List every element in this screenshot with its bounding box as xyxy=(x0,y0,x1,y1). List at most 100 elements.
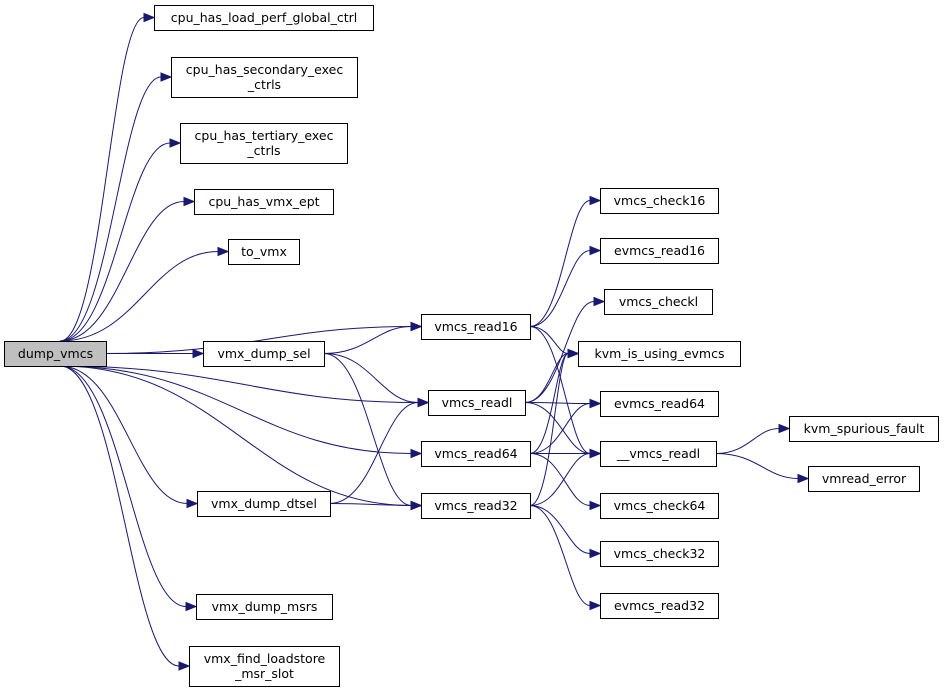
node-cpu-has-tertiary-exec-ctrls[interactable]: cpu_has_tertiary_exec_ctrls xyxy=(180,123,348,164)
node-vmread-error-label: vmread_error xyxy=(822,471,907,486)
node-vmx-dump-sel-box xyxy=(203,341,325,367)
arrowhead-vmcs-read32-to-vmcs-readl xyxy=(589,448,602,459)
arrowhead-vmcs-readl-to-vmread-error xyxy=(797,473,810,484)
edge-vmcs-readl-to-vmcs-readl xyxy=(524,402,591,454)
edge-vmx-dump-dtsel-to-vmcs-readl xyxy=(329,402,419,504)
arrowhead-vmcs-readl-to-vmcs-checkl xyxy=(593,296,606,307)
edge-vmcs-readl-to-vmread-error xyxy=(715,453,799,479)
edge-dump-vmcs-to-cpu-has-load-perf-global-ctrl xyxy=(60,17,145,342)
edge-vmcs-read32-to-kvm-is-using-evmcs xyxy=(529,353,569,506)
node-vmx-dump-dtsel[interactable]: vmx_dump_dtsel xyxy=(197,491,331,517)
node-evmcs-read64-box xyxy=(600,391,719,417)
node-vmx-dump-msrs-box xyxy=(196,594,333,620)
arrowhead-vmcs-read64-to-vmcs-check64 xyxy=(589,500,602,511)
node-cpu-has-secondary-exec-ctrls[interactable]: cpu_has_secondary_exec_ctrls xyxy=(171,57,358,98)
node-vmx-dump-sel[interactable]: vmx_dump_sel xyxy=(203,341,325,367)
arrowhead-dump-vmcs-to-vmx-dump-sel xyxy=(192,348,205,359)
node-vmcs-checkl-box xyxy=(604,289,713,315)
node-vmcs-read16-label: vmcs_read16 xyxy=(434,319,517,334)
arrowhead-vmx-dump-dtsel-to-vmcs-read32 xyxy=(410,500,423,511)
node-dump-vmcs[interactable]: dump_vmcs xyxy=(4,341,107,367)
node-vmx-find-loadstore-msr-slot-box xyxy=(189,646,340,687)
node-dump-vmcs-label: dump_vmcs xyxy=(18,346,93,361)
node-cpu-has-vmx-ept[interactable]: cpu_has_vmx_ept xyxy=(194,189,334,215)
node-vmcs-check32-box xyxy=(600,541,719,567)
node-vmread-error[interactable]: vmread_error xyxy=(808,466,920,492)
node-cpu-has-load-perf-global-ctrl-label: cpu_has_load_perf_global_ctrl xyxy=(171,10,357,25)
node-kvm-is-using-evmcs[interactable]: kvm_is_using_evmcs xyxy=(578,341,741,367)
node-kvm-spurious-fault[interactable]: kvm_spurious_fault xyxy=(789,416,939,442)
node-to-vmx-box xyxy=(228,239,300,265)
edge-vmx-dump-sel-to-vmcs-readl xyxy=(323,353,419,403)
edge-vmcs-readl-to-kvm-spurious-fault xyxy=(715,428,780,454)
node-vmcs-read32-label: vmcs_read32 xyxy=(434,498,517,513)
node-vmcs-read32-box xyxy=(421,493,531,519)
node-vmcs-checkl[interactable]: vmcs_checkl xyxy=(604,289,713,315)
arrowhead-vmcs-read32-to-evmcs-read32 xyxy=(589,600,602,611)
edge-dump-vmcs-to-to-vmx xyxy=(60,251,219,342)
arrowhead-dump-vmcs-to-vmcs-read64 xyxy=(410,448,423,459)
edge-dump-vmcs-to-vmcs-read32 xyxy=(60,365,412,506)
node-cpu-has-load-perf-global-ctrl[interactable]: cpu_has_load_perf_global_ctrl xyxy=(154,5,374,31)
arrowhead-vmcs-read32-to-vmcs-check32 xyxy=(589,548,602,559)
arrowhead-dump-vmcs-to-vmx-find-loadstore-msr-slot xyxy=(178,661,191,671)
node-evmcs-read32-label: evmcs_read32 xyxy=(614,598,705,613)
arrowhead-vmx-dump-dtsel-to-vmcs-readl xyxy=(417,397,430,408)
node-vmcs-check32[interactable]: vmcs_check32 xyxy=(600,541,719,567)
node-evmcs-read16-box xyxy=(600,238,719,264)
node-evmcs-read64[interactable]: evmcs_read64 xyxy=(600,391,719,417)
node-vmcs-check64[interactable]: vmcs_check64 xyxy=(600,493,719,519)
node-kvm-spurious-fault-box xyxy=(789,416,939,442)
node-vmcs-check64-label: vmcs_check64 xyxy=(614,498,706,513)
node-vmx-dump-dtsel-label: vmx_dump_dtsel xyxy=(211,496,317,511)
node-vmcs-read16[interactable]: vmcs_read16 xyxy=(421,314,531,340)
node-vmcs-read64[interactable]: vmcs_read64 xyxy=(421,441,531,467)
node-vmcs-check16-label: vmcs_check16 xyxy=(614,193,706,208)
arrowhead-dump-vmcs-to-vmx-dump-msrs xyxy=(185,601,198,612)
arrowhead-vmcs-read16-to-vmcs-check16 xyxy=(589,195,602,206)
node-evmcs-read32[interactable]: evmcs_read32 xyxy=(600,593,719,619)
arrowhead-dump-vmcs-to-cpu-has-vmx-ept xyxy=(183,196,196,207)
edges-layer xyxy=(60,12,810,671)
arrowhead-vmcs-read32-to-kvm-is-using-evmcs xyxy=(567,348,580,359)
node-to-vmx[interactable]: to_vmx xyxy=(228,239,300,265)
edge-dump-vmcs-to-vmx-find-loadstore-msr-slot xyxy=(60,365,180,667)
node-evmcs-read32-box xyxy=(600,593,719,619)
node-to-vmx-label: to_vmx xyxy=(241,244,287,259)
arrowhead-dump-vmcs-to-cpu-has-load-perf-global-ctrl xyxy=(143,12,156,23)
node-evmcs-read16[interactable]: evmcs_read16 xyxy=(600,238,719,264)
node-kvm-is-using-evmcs-label: kvm_is_using_evmcs xyxy=(595,346,725,361)
node-cpu-has-tertiary-exec-ctrls-label: _ctrls xyxy=(246,143,280,158)
edge-vmcs-read16-to-vmcs-check16 xyxy=(529,200,591,327)
edge-vmcs-read16-to-kvm-is-using-evmcs xyxy=(529,326,569,354)
arrowhead-vmcs-readl-to-kvm-spurious-fault xyxy=(778,423,791,434)
arrowhead-vmx-dump-sel-to-vmcs-read16 xyxy=(410,321,423,332)
edge-dump-vmcs-to-cpu-has-secondary-exec-ctrls xyxy=(60,76,162,342)
edge-dump-vmcs-to-vmcs-read64 xyxy=(60,365,412,454)
node-evmcs-read16-label: evmcs_read16 xyxy=(614,243,705,258)
edge-vmx-dump-sel-to-vmcs-read32 xyxy=(323,353,412,506)
node-vmx-dump-sel-label: vmx_dump_sel xyxy=(217,346,310,361)
edge-vmcs-read64-to-evmcs-read64 xyxy=(529,403,591,454)
edge-vmcs-read64-to-vmcs-check64 xyxy=(529,453,591,506)
arrowhead-dump-vmcs-to-vmx-dump-dtsel xyxy=(186,498,199,509)
node-vmcs-check16[interactable]: vmcs_check16 xyxy=(600,188,719,214)
node-vmcs-readl[interactable]: __vmcs_readl xyxy=(600,441,717,467)
node-vmx-dump-msrs[interactable]: vmx_dump_msrs xyxy=(196,594,333,620)
edge-vmcs-read16-to-evmcs-read16 xyxy=(529,250,591,327)
nodes-layer: dump_vmcs cpu_has_load_perf_global_ctrlcp… xyxy=(4,5,939,687)
node-vmcs-readl[interactable]: vmcs_readl xyxy=(428,390,526,416)
node-cpu-has-tertiary-exec-ctrls-box xyxy=(180,123,348,164)
arrowhead-dump-vmcs-to-to-vmx xyxy=(217,246,230,257)
node-cpu-has-vmx-ept-box xyxy=(194,189,334,215)
edge-vmcs-readl-to-kvm-is-using-evmcs xyxy=(524,353,569,403)
node-cpu-has-load-perf-global-ctrl-box xyxy=(154,5,374,31)
node-vmx-find-loadstore-msr-slot-label: vmx_find_loadstore xyxy=(204,651,326,666)
node-vmcs-read64-box xyxy=(421,441,531,467)
node-vmx-find-loadstore-msr-slot[interactable]: vmx_find_loadstore_msr_slot xyxy=(189,646,340,687)
node-kvm-is-using-evmcs-box xyxy=(578,341,741,367)
node-vmx-find-loadstore-msr-slot-label: _msr_slot xyxy=(234,666,294,681)
node-cpu-has-vmx-ept-label: cpu_has_vmx_ept xyxy=(208,194,319,209)
arrowhead-dump-vmcs-to-cpu-has-tertiary-exec-ctrls xyxy=(169,138,182,148)
node-vmcs-read32[interactable]: vmcs_read32 xyxy=(421,493,531,519)
